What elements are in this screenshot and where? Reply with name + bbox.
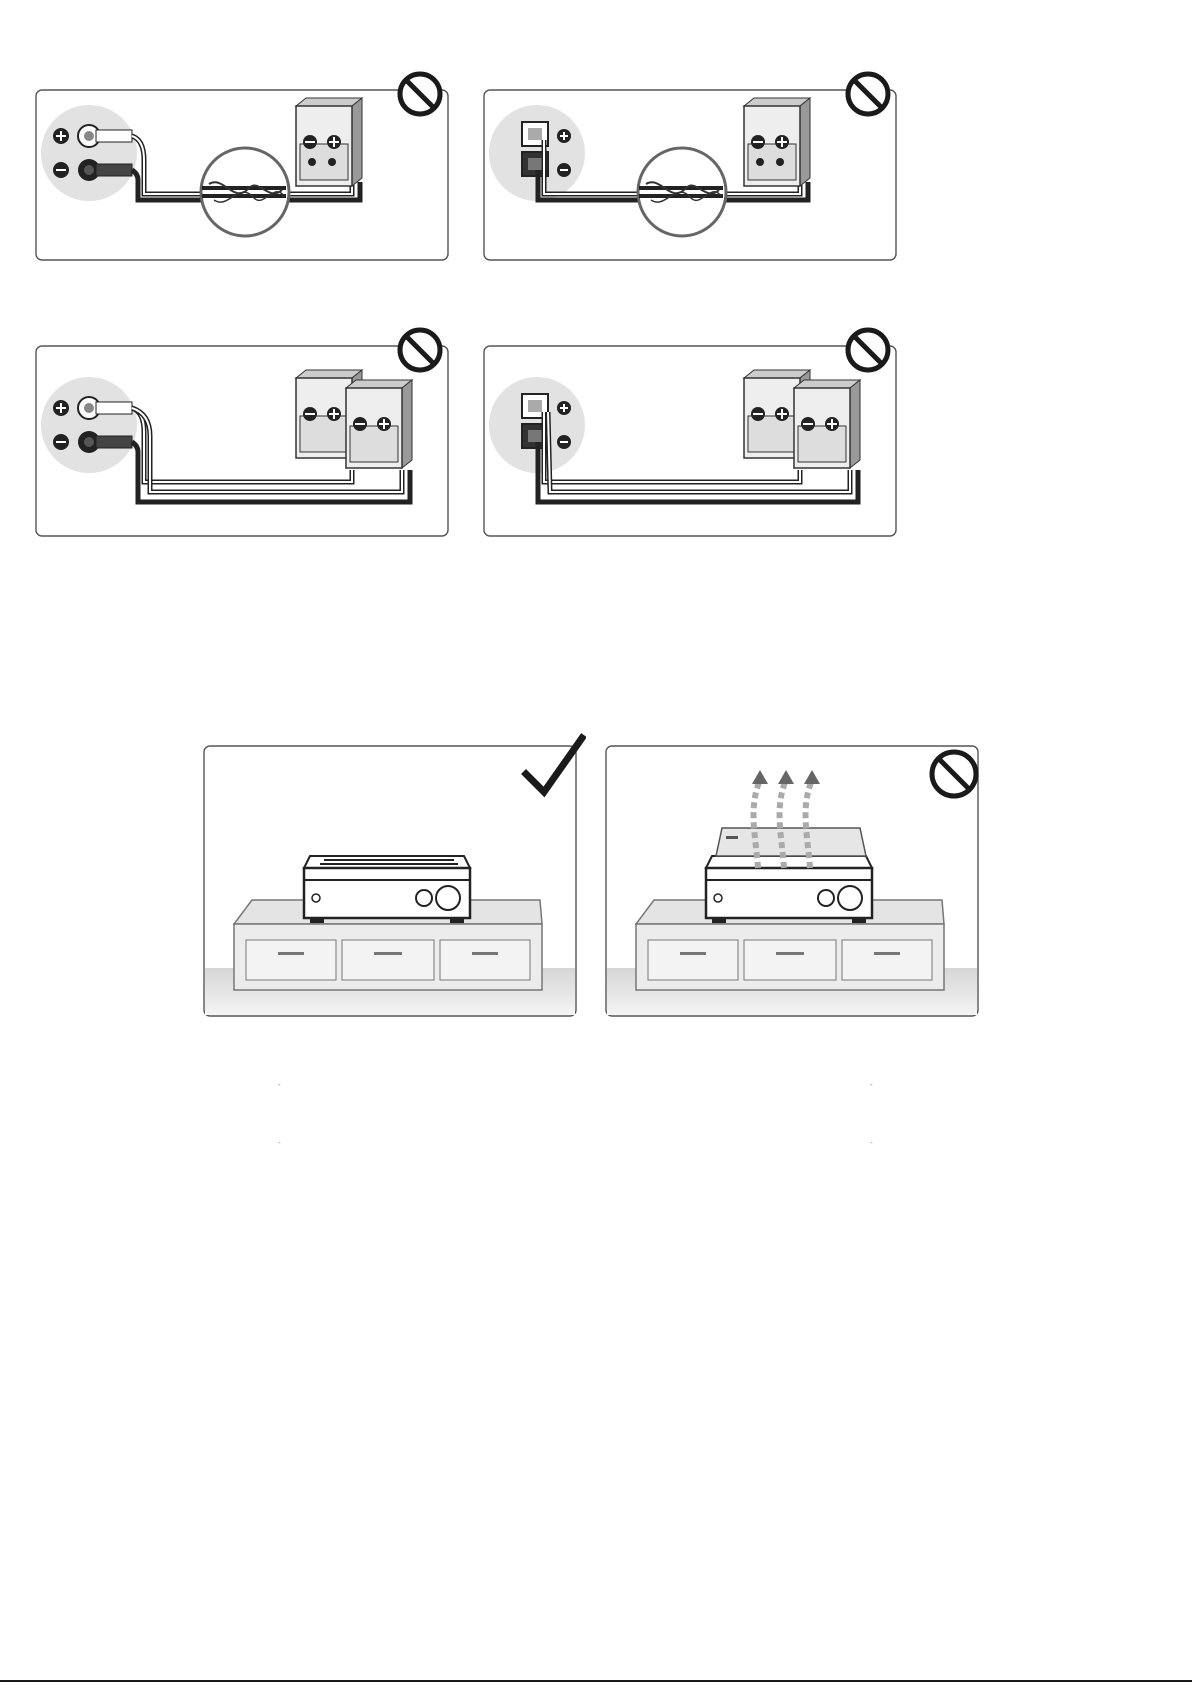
plus-sign-icon (53, 400, 69, 416)
panel-receiver-blocked (604, 728, 988, 1020)
prohibited-icon (400, 330, 440, 370)
speaker-icon (794, 380, 860, 468)
wire-twist-screw-illustration (34, 70, 454, 262)
panel-wire-twist-screw (34, 70, 454, 262)
plus-sign-icon (53, 128, 69, 144)
prohibited-icon (400, 74, 440, 114)
prohibited-icon (848, 74, 888, 114)
plus-sign-icon (557, 401, 571, 415)
panel-wire-twist-spring (482, 70, 902, 262)
registration-mark: ‐ (870, 1080, 873, 1089)
minus-sign-icon (557, 435, 571, 449)
receiver-blocked-illustration (604, 728, 988, 1020)
av-receiver-icon (304, 856, 470, 923)
speaker-icon (346, 380, 412, 468)
terminal-area (41, 105, 137, 201)
two-speakers-spring-illustration (482, 326, 902, 538)
av-receiver-icon (706, 856, 872, 923)
prohibited-icon (932, 752, 976, 796)
registration-mark: ‐ (870, 1138, 873, 1147)
minus-sign-icon (53, 434, 69, 450)
stacked-device-icon (716, 828, 866, 856)
speaker-icon (744, 98, 810, 186)
two-speakers-screw-illustration (34, 326, 454, 538)
prohibited-icon (848, 330, 888, 370)
plus-sign-icon (557, 129, 571, 143)
panel-receiver-ventilated (202, 728, 586, 1020)
footer-rule (0, 1680, 1192, 1682)
receiver-ventilated-illustration (202, 728, 586, 1020)
speaker-icon (296, 98, 362, 186)
registration-mark: ‐ (278, 1138, 281, 1147)
wire-twist-spring-illustration (482, 70, 902, 262)
panel-two-speakers-spring (482, 326, 902, 538)
terminal-area (41, 377, 137, 473)
minus-sign-icon (557, 163, 571, 177)
minus-sign-icon (53, 162, 69, 178)
panel-two-speakers-screw (34, 326, 454, 538)
registration-mark: ‐ (278, 1080, 281, 1089)
